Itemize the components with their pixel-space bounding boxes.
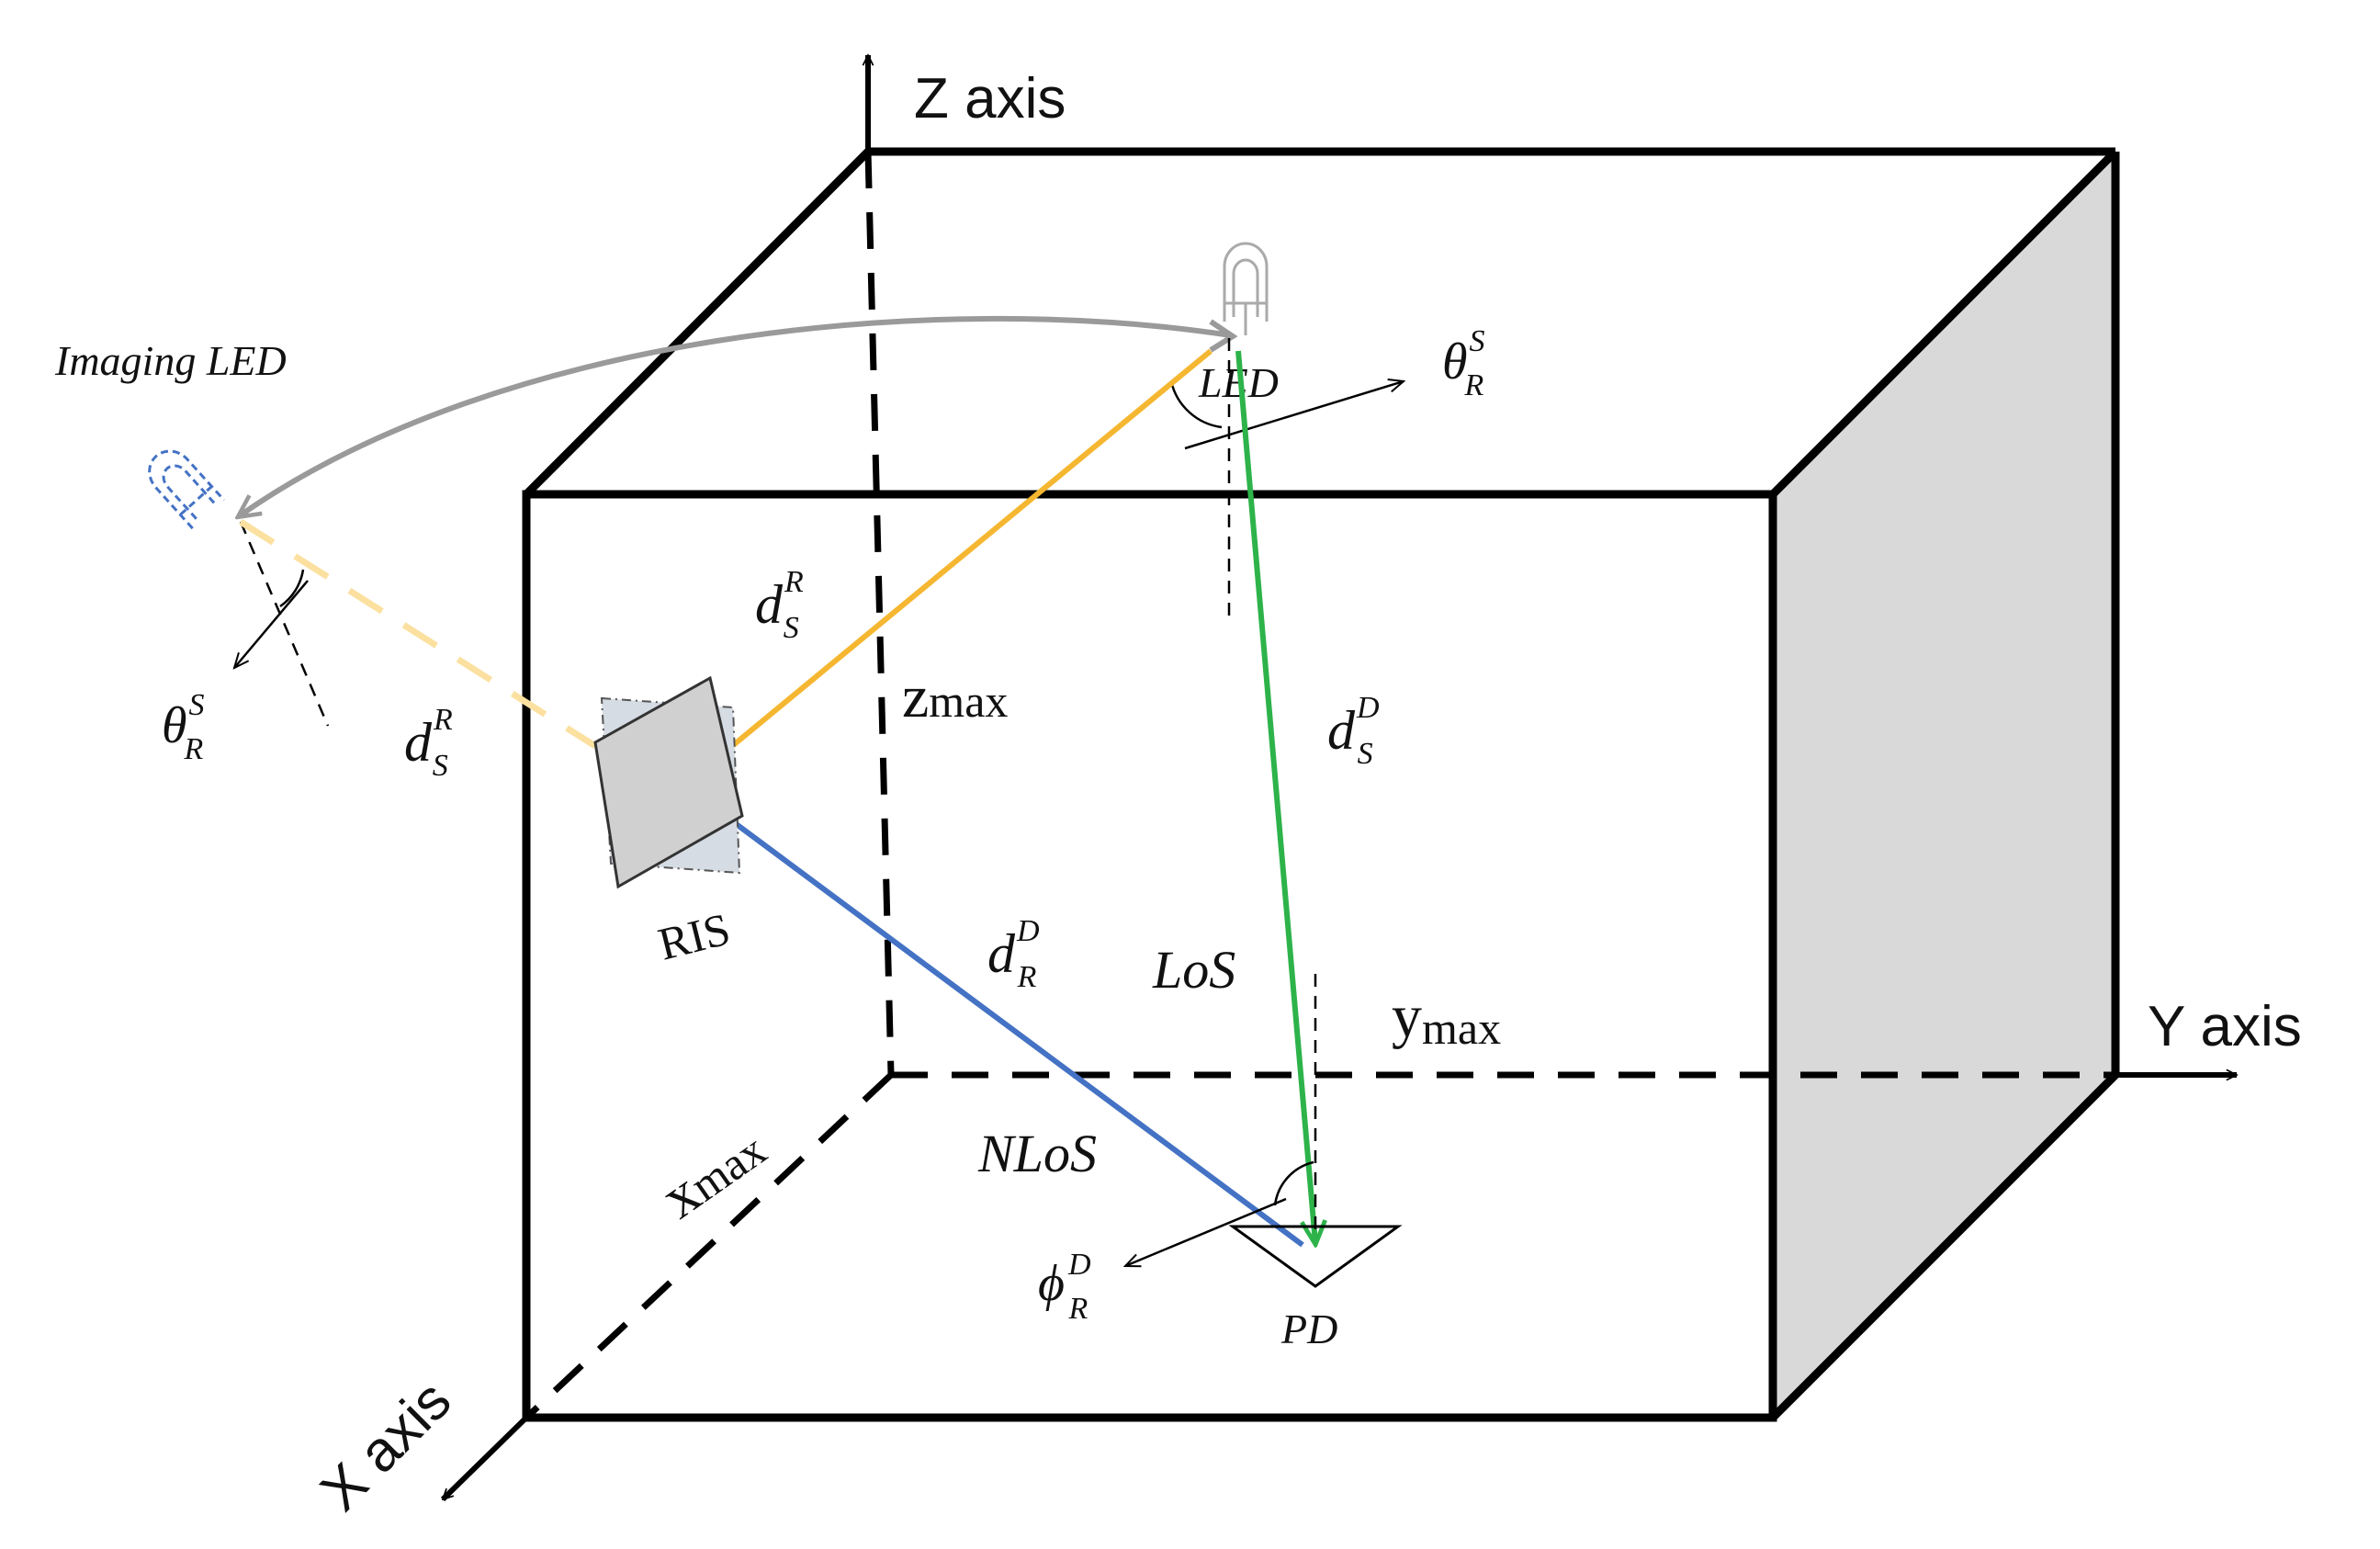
y-axis-label: Y axis (2148, 995, 2302, 1058)
imaging-led-theta-arrow (234, 580, 309, 668)
ray-led-to-ris (682, 348, 1213, 788)
ray-ris-to-pd (682, 783, 1304, 1248)
led-theta-arrow (1184, 381, 1404, 450)
x-axis-label: X axis (309, 1369, 463, 1523)
x-axis-arrow (440, 1415, 529, 1502)
imaging-led-icon (148, 449, 225, 530)
led-icon (1223, 242, 1269, 335)
pd-phi-arrow (1125, 1197, 1287, 1266)
nlos-label: NLoS (977, 1124, 1097, 1183)
room-side-face (1773, 152, 2115, 1418)
pd-angle-arc (1273, 1160, 1314, 1206)
room-box-edges (522, 147, 2120, 1422)
led-angle-arc (1169, 380, 1223, 429)
ray-led-to-pd (1235, 350, 1315, 1243)
image-mapping-arc (239, 315, 1232, 516)
axis-arrows (440, 55, 2237, 1502)
y-max-label: ymax (1392, 983, 1501, 1054)
pd-label: PD (1280, 1306, 1337, 1352)
x-max-label: xmax (649, 1114, 777, 1231)
z-axis-label: Z axis (914, 67, 1066, 130)
ris-label: RIS (653, 903, 735, 970)
led-arc-arrowhead (1209, 319, 1238, 353)
imaging-led-angle-arc (279, 569, 305, 608)
imaging-led-normal-line (239, 521, 330, 727)
z-max-label: zmax (902, 663, 1008, 730)
room-hidden-edges (524, 151, 2115, 1420)
ris-panel (593, 675, 744, 889)
los-label: LoS (1152, 940, 1235, 1000)
imaging-led-label: Imaging LED (54, 337, 287, 384)
ray-image-to-ris (239, 519, 597, 749)
